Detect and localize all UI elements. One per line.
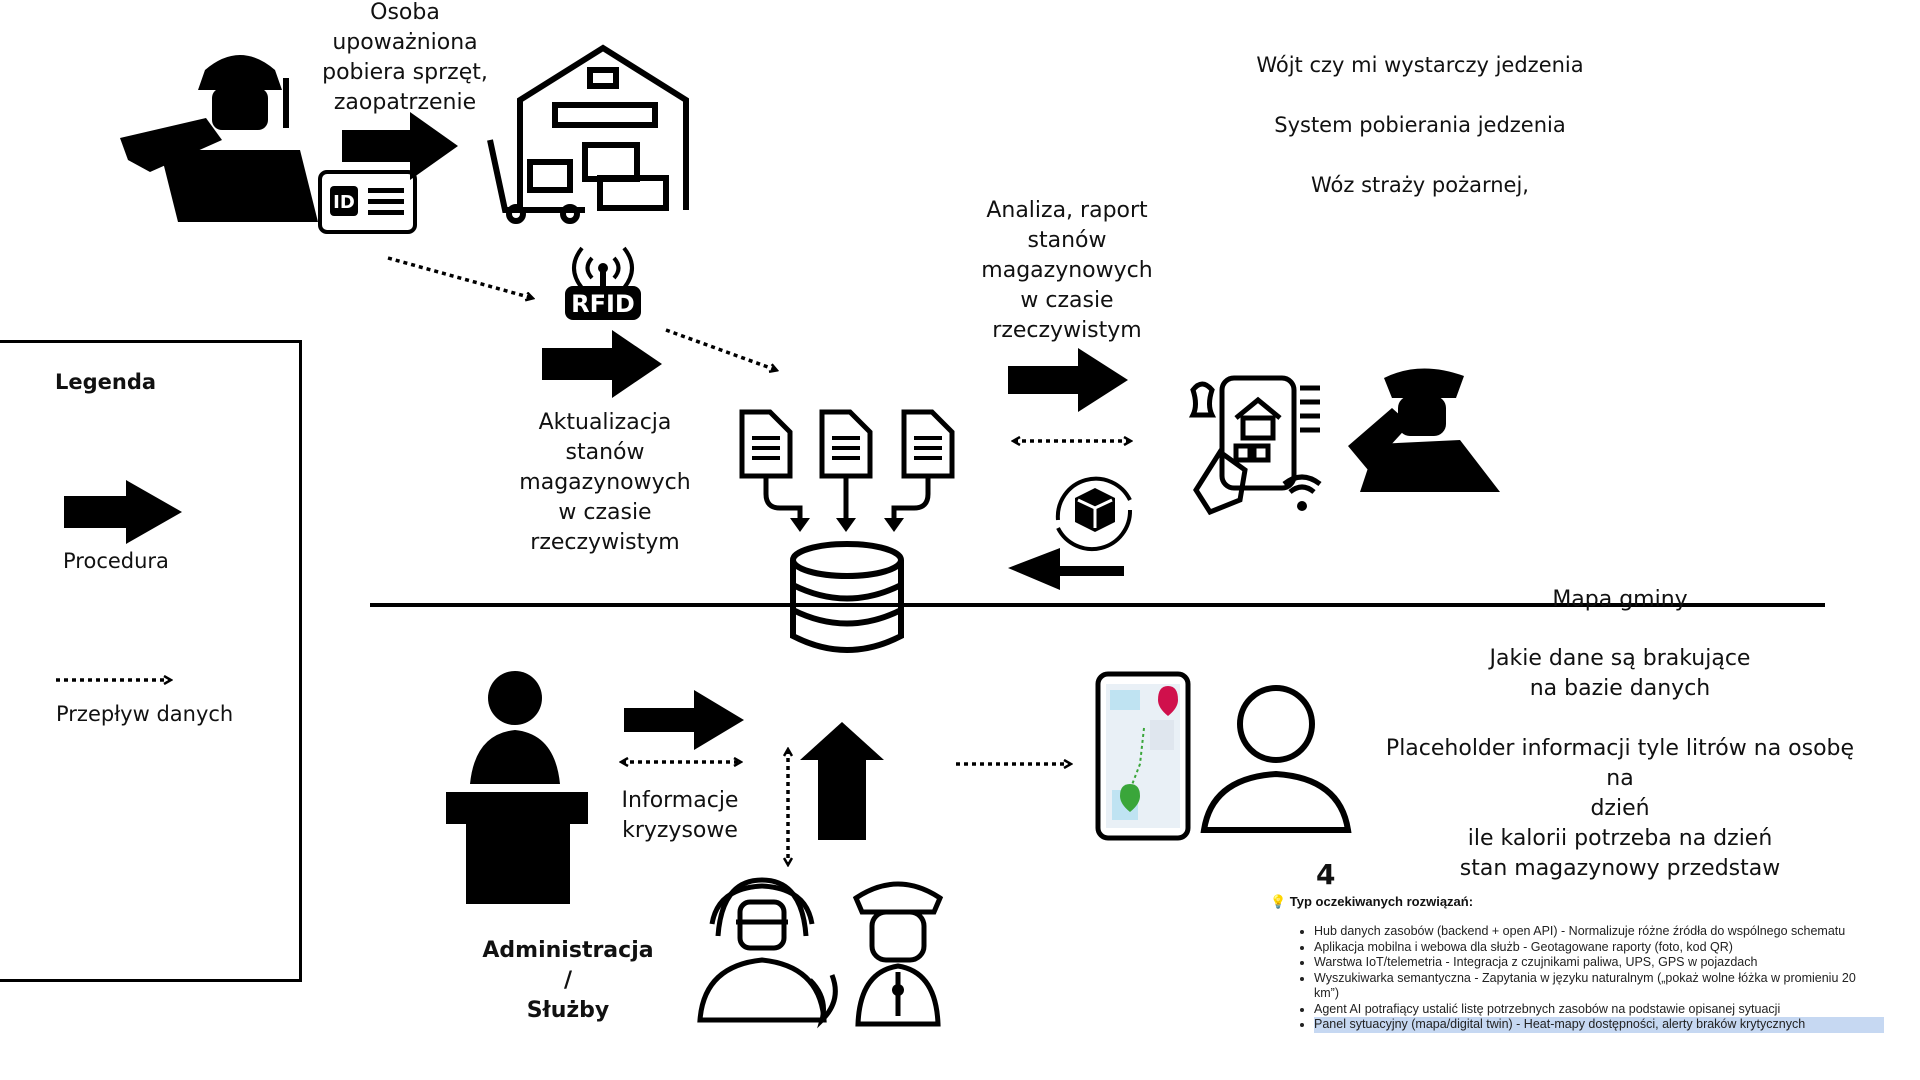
- procedure-arrow: [1008, 548, 1124, 590]
- legend-title: Legenda: [55, 370, 157, 394]
- administration-caption: Administracja / Służby: [482, 938, 654, 1023]
- legend-data-flow-label: Przepływ danych: [56, 702, 234, 726]
- solution-item: Warstwa IoT/telemetria - Integracja z cz…: [1314, 955, 1884, 971]
- procedure-arrow: [542, 330, 662, 398]
- solutions-list: Hub danych zasobów (backend + open API) …: [1290, 924, 1884, 1033]
- solution-item: Hub danych zasobów (backend + open API) …: [1314, 924, 1884, 940]
- data-flow-arrow: [665, 328, 776, 370]
- data-flow-arrow: [387, 256, 532, 298]
- solution-item-highlighted: Panel sytuacyjny (mapa/digital twin) - H…: [1314, 1017, 1884, 1033]
- firefighter-icon: [697, 877, 838, 1029]
- rfid-icon: [565, 246, 641, 320]
- database-icon: [790, 541, 904, 653]
- inventory-update-caption: Aktualizacja stanów magazynowych w czasi…: [519, 410, 691, 555]
- svg-text:ID: ID: [333, 192, 355, 213]
- solution-item: Agent AI potrafiący ustalić listę potrze…: [1314, 1002, 1884, 1018]
- warehouse-icon: [487, 44, 689, 224]
- top-notes: Wójt czy mi wystarczy jedzenia System po…: [1180, 50, 1660, 200]
- missing-data-note: Jakie dane są brakujące na bazie danych: [1489, 646, 1751, 701]
- map-note-title: Mapa gminy: [1552, 587, 1688, 612]
- rfid-label: RFID: [571, 290, 635, 318]
- procedure-arrow: [342, 112, 458, 180]
- procedure-arrow: [800, 722, 884, 840]
- document-icon: [739, 409, 955, 479]
- note-line: System pobierania jedzenia: [1274, 113, 1566, 137]
- crisis-info-caption: Informacje kryzysowe: [621, 788, 739, 843]
- solution-item: Aplikacja mobilna i webowa dla służb - G…: [1314, 940, 1884, 956]
- legend-box: [0, 340, 302, 982]
- mobile-app-icon: [1188, 375, 1322, 516]
- saluting-officer-icon: [1348, 368, 1500, 492]
- solutions-title: 💡 Typ oczekiwanych rozwiązań:: [1270, 894, 1474, 909]
- package-sync-icon: [1055, 476, 1133, 552]
- placeholder-note: Placeholder informacji tyle litrów na os…: [1385, 736, 1855, 881]
- solution-item: Wyszukiwarka semantyczna - Zapytania w j…: [1314, 971, 1884, 1002]
- user-icon: [1200, 685, 1352, 833]
- saluting-soldier-icon: [120, 55, 318, 222]
- note-line: Wóz straży pożarnej,: [1311, 173, 1529, 197]
- solutions-number: 4: [1316, 858, 1336, 891]
- police-officer-icon: [852, 881, 944, 1027]
- inventory-analysis-caption: Analiza, raport stanów magazynowych w cz…: [981, 198, 1153, 343]
- legend-procedure-label: Procedura: [63, 549, 169, 573]
- id-card-icon: ID: [318, 170, 417, 234]
- procedure-arrow: [624, 690, 744, 750]
- speaker-podium-icon: [446, 671, 588, 904]
- map-phone-icon: [1095, 671, 1191, 841]
- note-line: Wójt czy mi wystarczy jedzenia: [1256, 53, 1584, 77]
- procedure-arrow: [1008, 348, 1128, 412]
- legend-procedure-arrow: [64, 480, 182, 544]
- equipment-pickup-caption: Osoba upoważniona pobiera sprzęt, zaopat…: [322, 0, 488, 115]
